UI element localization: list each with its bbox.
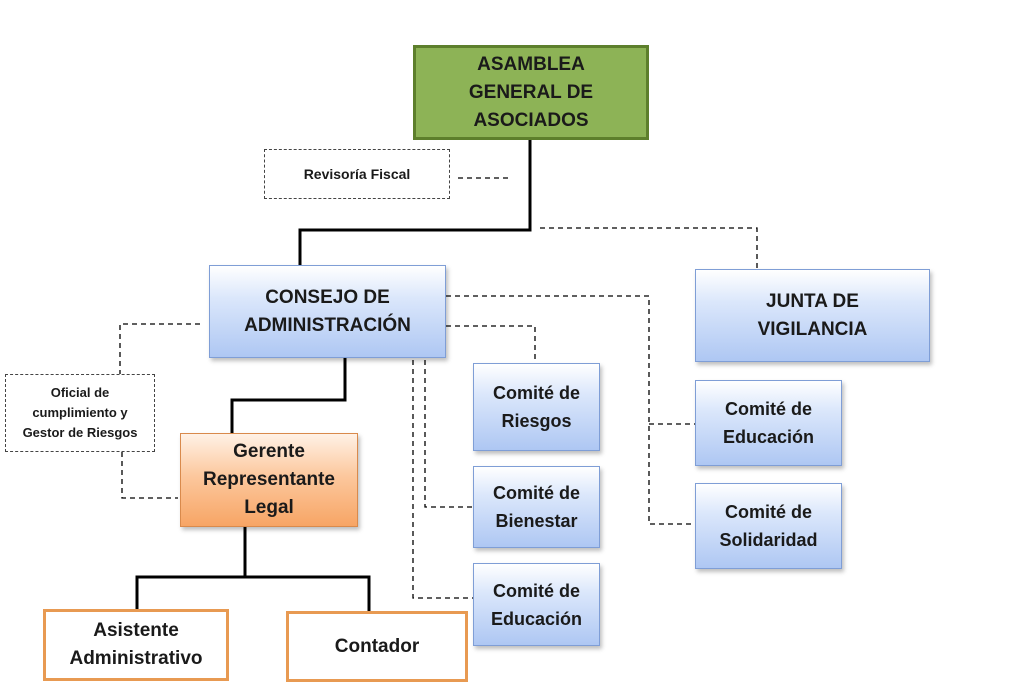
- line-asamblea-junta: [540, 227, 758, 270]
- consejo-administracion-label: CONSEJO DE ADMINISTRACIÓN: [244, 286, 411, 336]
- comite-educacion-junta-box: Comité de Educación: [695, 380, 842, 466]
- asistente-administrativo-label: Asistente Administrativo: [69, 620, 203, 669]
- comite-solidaridad-box: Comité de Solidaridad: [695, 483, 842, 569]
- line-oficial-gerente: [121, 452, 178, 499]
- asistente-administrativo-box: Asistente Administrativo: [43, 609, 229, 681]
- comite-educacion-consejo-label: Comité de Educación: [490, 580, 583, 629]
- line-gerente-staff: [135, 527, 371, 612]
- comite-bienestar-label: Comité de Bienestar: [492, 483, 580, 531]
- contador-label: Contador: [334, 635, 420, 657]
- asamblea-general-box: ASAMBLEA GENERAL DE ASOCIADOS: [413, 45, 649, 140]
- comite-solidaridad-label: Comité de Solidaridad: [719, 502, 818, 550]
- comite-bienestar-box: Comité de Bienestar: [473, 466, 600, 548]
- comite-educacion-junta-label: Comité de Educación: [722, 399, 815, 447]
- comite-riesgos-label: Comité de Riesgos: [492, 383, 580, 431]
- line-consejo-oficial: [119, 323, 200, 374]
- line-consejo-gerente: [230, 358, 347, 434]
- line-consejo-riesgos: [446, 325, 536, 362]
- oficial-cumplimiento-label: Oficial de cumplimiento y Gestor de Ries…: [22, 385, 138, 440]
- comite-educacion-consejo-box: Comité de Educación: [473, 563, 600, 646]
- consejo-administracion-box: CONSEJO DE ADMINISTRACIÓN: [209, 265, 446, 358]
- revisoria-fiscal-box: Revisoría Fiscal: [264, 149, 450, 199]
- gerente-box: Gerente Representante Legal: [180, 433, 358, 527]
- line-consejo-junta-committees: [446, 295, 695, 525]
- revisoria-fiscal-label: Revisoría Fiscal: [303, 166, 411, 182]
- contador-box: Contador: [286, 611, 468, 682]
- oficial-cumplimiento-box: Oficial de cumplimiento y Gestor de Ries…: [5, 374, 155, 452]
- line-consejo-educacion: [412, 360, 473, 599]
- line-consejo-bienestar: [424, 360, 473, 508]
- junta-vigilancia-box: JUNTA DE VIGILANCIA: [695, 269, 930, 362]
- junta-vigilancia-label: JUNTA DE VIGILANCIA: [757, 290, 868, 340]
- asamblea-general-label: ASAMBLEA GENERAL DE ASOCIADOS: [468, 53, 594, 131]
- gerente-label: Gerente Representante Legal: [203, 441, 335, 518]
- line-asamblea-consejo: [298, 140, 532, 266]
- comite-riesgos-box: Comité de Riesgos: [473, 363, 600, 451]
